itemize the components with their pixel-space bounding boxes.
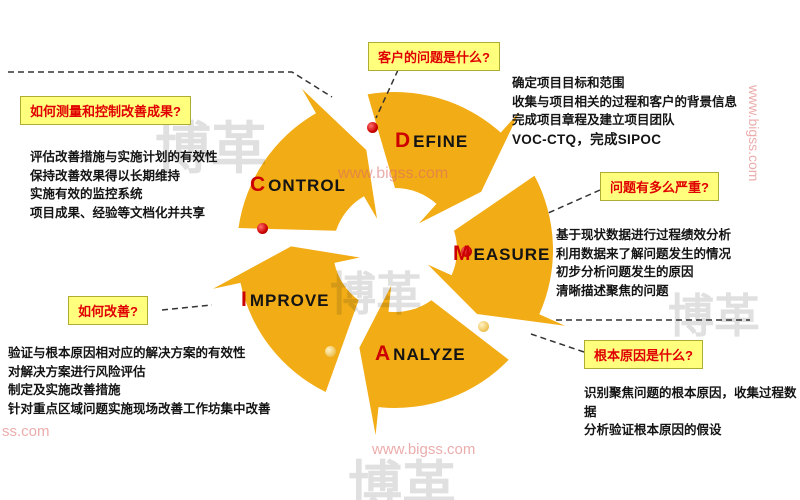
wheel-arrow [238,88,377,231]
phase-rest: EASURE [473,245,551,264]
wheel-arrow [359,285,509,435]
description-line: 清晰描述聚焦的问题 [556,283,669,298]
description-line: 项目成果、经验等文档化并共享 [30,205,206,220]
description-control: 评估改善措施与实施计划的有效性 保持改善效果得以长期维持 实施有效的监控系统 项… [30,148,275,222]
description-line: 制定及实施改善措施 [8,383,121,397]
callout-improve-question: 如何改善? [68,296,148,325]
description-analyze: 识别聚焦问题的根本原因，收集过程数据 分析验证根本原因的假设 [584,384,799,440]
description-line: 完成项目章程及建立项目团队 [512,113,675,127]
description-line: 识别聚焦问题的根本原因，收集过程数据 [584,386,797,419]
connector-dashed [375,69,399,119]
phase-dot-analyze [478,321,489,332]
description-line: 保持改善效果得以长期维持 [30,168,181,183]
callout-measure-question: 问题有多么严重? [600,172,719,201]
description-line: 收集与项目相关的过程和客户的背景信息 [512,94,738,109]
description-define: 确定项目目标和范围 收集与项目相关的过程和客户的背景信息 完成项目章程及建立项目… [512,74,800,149]
connector-dashed [545,189,601,215]
phase-rest: EFINE [413,132,469,151]
phase-initial: C [250,173,267,196]
callout-analyze-question: 根本原因是什么? [584,340,703,369]
description-line: 基于现状数据进行过程绩效分析 [556,228,732,242]
wheel-arrow [213,246,360,392]
description-measure: 基于现状数据进行过程绩效分析 利用数据来了解问题发生的情况 初步分析问题发生的原… [556,226,798,300]
connector-dashed [527,332,585,353]
connector-dashed [8,71,333,98]
phase-rest: NALYZE [393,345,466,364]
dmaic-wheel [213,88,565,435]
description-line: 评估改善措施与实施计划的有效性 [30,150,218,164]
phase-rest: MPROVE [249,291,330,310]
description-line: 初步分析问题发生的原因 [556,265,694,279]
description-line: 分析验证根本原因的假设 [584,423,722,437]
connector-dashed [161,304,213,311]
phase-initial: D [395,129,412,152]
description-line: VOC-CTQ，完成SIPOC [512,131,662,147]
phase-dot-control [257,223,268,234]
phase-dot-improve [325,346,336,357]
callout-define-question: 客户的问题是什么? [368,42,500,71]
description-line: 确定项目目标和范围 [512,76,625,90]
phase-initial: M [453,242,472,265]
description-line: 针对重点区域问题实施现场改善工作坊集中改善 [8,401,271,416]
phase-initial: I [241,288,248,311]
description-line: 验证与根本原因相对应的解决方案的有效性 [8,346,246,360]
phase-dot-measure [461,246,472,257]
description-line: 对解决方案进行风险评估 [8,364,146,379]
wheel-arrow [367,92,520,224]
phase-dot-define [367,122,378,133]
phase-rest: ONTROL [268,176,346,195]
callout-control-question: 如何测量和控制改善成果? [20,96,191,125]
description-line: 利用数据来了解问题发生的情况 [556,246,732,261]
wheel-arrow [427,175,565,326]
description-improve: 验证与根本原因相对应的解决方案的有效性 对解决方案进行风险评估 制定及实施改善措… [8,344,278,418]
description-line: 实施有效的监控系统 [30,187,143,201]
phase-initial: A [375,342,392,365]
